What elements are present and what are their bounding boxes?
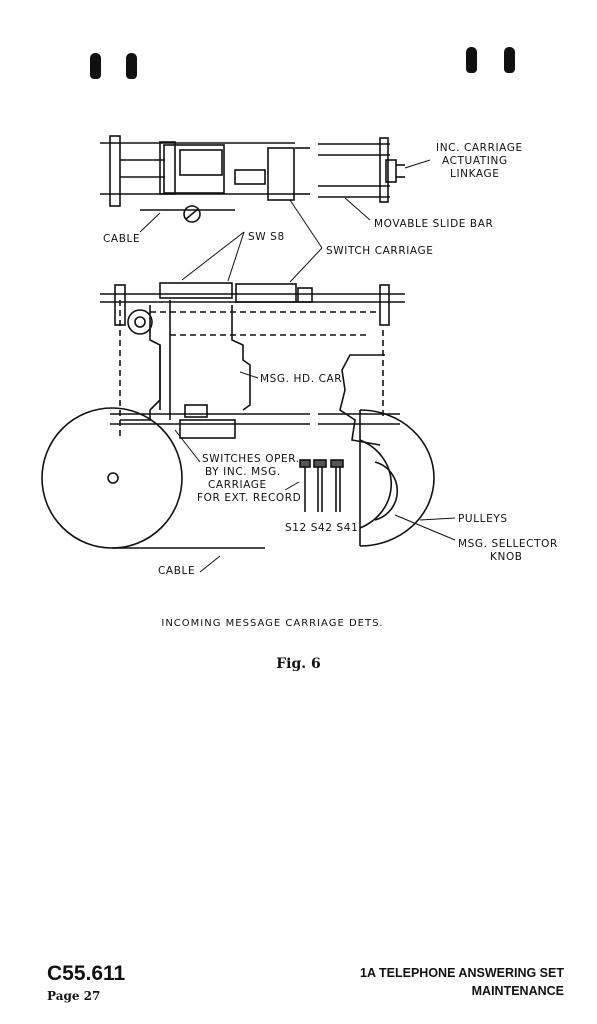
document-number: C55.611 [47,962,126,985]
figure-caption: INCOMING MESSAGE CARRIAGE DETS. [161,618,384,629]
binder-hole-right-2 [504,47,515,73]
label-switches-4: FOR EXT. RECORD [197,492,301,504]
label-selector-1: MSG. SELLECTOR [458,538,558,550]
label-selector-2: KNOB [490,551,523,563]
binder-hole-right-1 [466,47,477,73]
document-title-line2: MAINTENANCE [471,984,564,998]
label-switch-ids: S12 S42 S41 [285,522,358,534]
label-cable-bottom: CABLE [158,565,195,577]
label-cable-top: CABLE [103,233,140,245]
label-switches-3: CARRIAGE [208,479,267,491]
figure-number: Fig. 6 [276,656,321,672]
binder-hole-left-1 [90,53,101,79]
label-pulleys: PULLEYS [458,513,508,525]
label-switches-1: SWITCHES OPER. [202,453,300,465]
label-movable-slide-bar: MOVABLE SLIDE BAR [374,218,493,230]
label-inc-carriage-3: LINKAGE [450,168,499,180]
label-switch-carriage: SWITCH CARRIAGE [326,245,433,257]
carriage-diagram: INC. CARRIAGE ACTUATING LINKAGE MOVABLE … [41,135,558,577]
label-inc-carriage-1: INC. CARRIAGE [436,142,523,154]
page-number: Page 27 [47,989,101,1003]
label-sw-s8: SW S8 [248,231,285,243]
label-switches-2: BY INC. MSG. [205,466,281,478]
document-title-line1: 1A TELEPHONE ANSWERING SET [360,966,564,980]
label-msg-hd-car: MSG. HD. CAR. [260,373,346,385]
label-inc-carriage-2: ACTUATING [442,155,508,167]
binder-hole-left-2 [126,53,137,79]
